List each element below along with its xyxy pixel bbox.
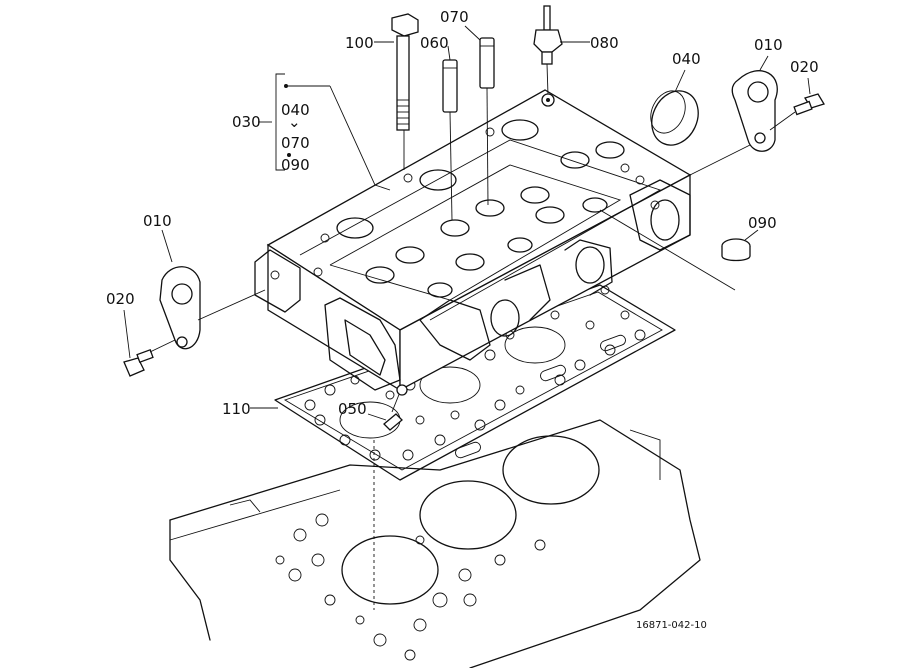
kit-arrow: ⌄ xyxy=(288,113,301,131)
valve-guide-060 xyxy=(442,59,458,221)
bracket-010-left xyxy=(159,266,266,350)
label-020-left: 020 xyxy=(106,290,135,308)
label-060: 060 xyxy=(420,34,449,52)
bracket-010-right xyxy=(731,70,778,152)
bolt-020-right xyxy=(769,93,825,131)
bolt-020-left xyxy=(123,339,176,377)
label-070-top: 070 xyxy=(440,8,469,26)
label-kit-070: 070 xyxy=(281,134,310,152)
label-010-left: 010 xyxy=(143,212,172,230)
label-030: 030 xyxy=(232,113,261,131)
plug-040 xyxy=(650,90,761,176)
label-090: 090 xyxy=(748,214,777,232)
label-050: 050 xyxy=(338,400,367,418)
nozzle-holder-080 xyxy=(533,5,563,107)
label-100: 100 xyxy=(345,34,374,52)
part-labels: 100 070 060 080 040 010 020 030 040 070 … xyxy=(106,8,819,631)
stud-050 xyxy=(373,384,408,610)
leader-lines: ⌄ xyxy=(123,25,811,421)
valve-guide-070 xyxy=(479,37,495,206)
cylinder-head xyxy=(254,89,692,392)
figure-reference: 16871-042-10 xyxy=(636,620,707,631)
label-020-right: 020 xyxy=(790,58,819,76)
label-040: 040 xyxy=(672,50,701,68)
plug-090 xyxy=(599,209,751,291)
label-110: 110 xyxy=(222,400,251,418)
engine-block xyxy=(169,419,701,668)
head-bolt xyxy=(391,13,419,170)
label-kit-040: 040 xyxy=(281,101,310,119)
label-080: 080 xyxy=(590,34,619,52)
label-kit-090: 090 xyxy=(281,156,310,174)
label-010-right: 010 xyxy=(754,36,783,54)
